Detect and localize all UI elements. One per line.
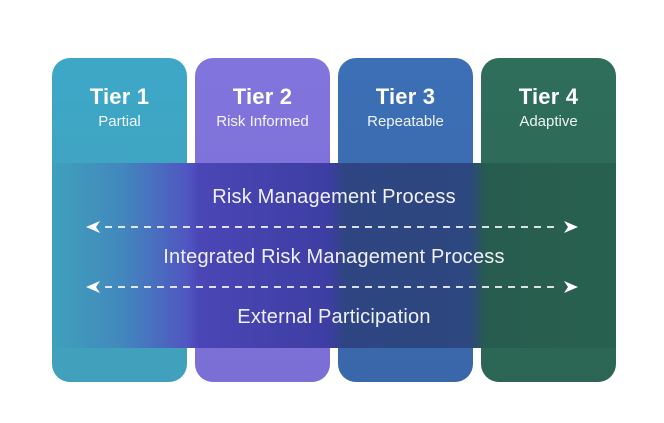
tier-2-title: Tier 2 bbox=[232, 84, 293, 109]
tier-2-subtitle: Risk Informed bbox=[216, 113, 309, 130]
tier-1-title: Tier 1 bbox=[89, 84, 150, 109]
band-label-external-participation: External Participation bbox=[237, 306, 431, 328]
tier-diagram: Tier 1 Partial Tier 2 Risk Informed Tier… bbox=[52, 58, 616, 382]
arrowhead-left-icon bbox=[86, 221, 100, 233]
overlay-band: Risk Management Process Integrated Risk … bbox=[52, 163, 616, 348]
dashed-arrow-bottom bbox=[86, 281, 578, 293]
tier-3-subtitle: Repeatable bbox=[367, 113, 444, 130]
tier-4-title: Tier 4 bbox=[518, 84, 579, 109]
tier-4-subtitle: Adaptive bbox=[519, 113, 578, 130]
tier-3-title: Tier 3 bbox=[375, 84, 436, 109]
arrowhead-right-icon bbox=[564, 281, 578, 293]
dashed-line bbox=[105, 286, 559, 288]
band-label-risk-management-process: Risk Management Process bbox=[212, 186, 456, 208]
band-label-integrated-risk-management-process: Integrated Risk Management Process bbox=[163, 246, 505, 268]
arrowhead-right-icon bbox=[564, 221, 578, 233]
dashed-arrow-top bbox=[86, 221, 578, 233]
tier-1-subtitle: Partial bbox=[98, 113, 141, 130]
arrowhead-left-icon bbox=[86, 281, 100, 293]
dashed-line bbox=[105, 226, 559, 228]
